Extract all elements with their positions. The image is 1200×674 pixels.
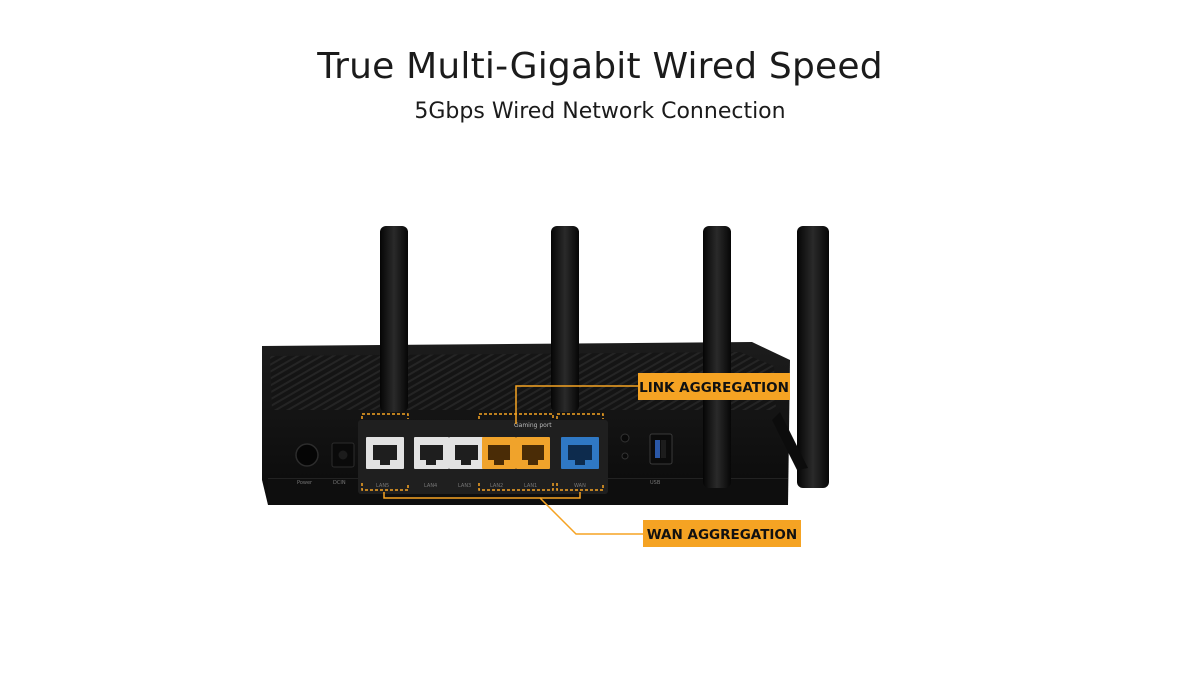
wan-aggregation-callout: WAN AGGREGATION [383, 492, 801, 547]
aggregation-brackets [361, 413, 604, 491]
antenna-3-icon [703, 226, 731, 488]
gaming-port-label: Gaming port [514, 422, 552, 429]
gaming-port-1-icon [482, 437, 516, 469]
port-captions: LAN5 LAN4 LAN3 LAN2 LAN1 WAN Power DCIN … [297, 480, 661, 489]
wan-aggregation-label: WAN AGGREGATION [647, 527, 797, 543]
svg-text:DCIN: DCIN [333, 480, 346, 486]
power-button-icon [295, 443, 319, 467]
antenna-2-icon [551, 226, 579, 412]
link-aggregation-callout: LINK AGGREGATION [515, 373, 790, 424]
gaming-port-2-icon [516, 437, 550, 469]
svg-text:Power: Power [297, 480, 313, 486]
lan-port-3-icon [449, 437, 484, 469]
antennas [380, 226, 829, 488]
wan-port-icon [561, 437, 599, 469]
lan-port-2-icon [414, 437, 449, 469]
svg-text:LAN2: LAN2 [490, 483, 503, 489]
page-subtitle: 5Gbps Wired Network Connection [414, 99, 786, 124]
svg-text:LAN5: LAN5 [376, 483, 389, 489]
lan-port-1-icon [366, 437, 404, 469]
antenna-1-icon [380, 226, 408, 412]
svg-text:LAN3: LAN3 [458, 483, 471, 489]
antenna-4-icon [772, 226, 829, 488]
reset-button-icon [620, 433, 630, 460]
page-title: True Multi-Gigabit Wired Speed [317, 46, 883, 87]
link-aggregation-label: LINK AGGREGATION [639, 380, 789, 396]
svg-text:USB: USB [650, 480, 661, 486]
svg-text:LAN1: LAN1 [524, 483, 537, 489]
dc-jack-icon [331, 442, 355, 468]
svg-text:LAN4: LAN4 [424, 483, 437, 489]
svg-text:WAN: WAN [574, 483, 586, 489]
usb-port-icon [649, 433, 673, 465]
